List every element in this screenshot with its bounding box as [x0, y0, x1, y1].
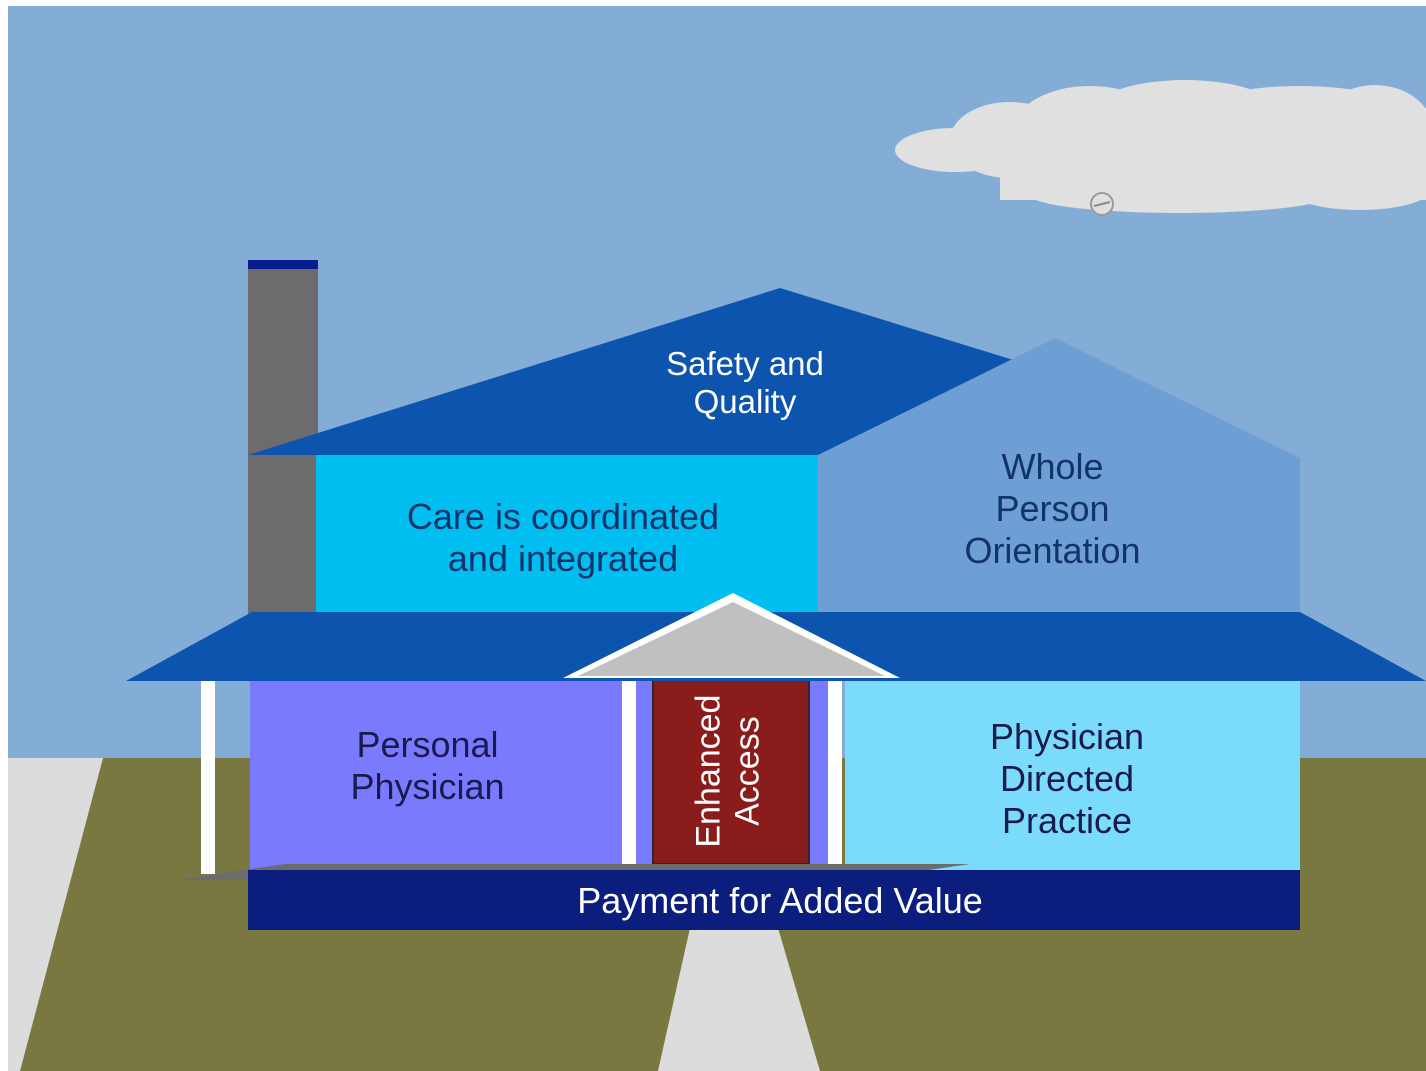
upper-right-label: Whole Person Orientation [964, 446, 1141, 571]
chimney-cap [248, 260, 318, 269]
porch-post-left [622, 676, 636, 866]
front-walkway [658, 928, 820, 1071]
cloud-sun-icon [1090, 192, 1114, 216]
foundation [248, 870, 1300, 930]
door-label-box: Enhanced Access [644, 694, 814, 848]
porch-wall-left [636, 676, 656, 872]
foundation-label: Payment for Added Value [577, 880, 983, 921]
upper-left-label: Care is coordinated and integrated [406, 496, 720, 579]
side-path [8, 758, 103, 1071]
porch-post-right [828, 676, 842, 866]
upper-left-wall [316, 452, 818, 614]
porch-gable-fill [578, 602, 885, 676]
cloud [895, 80, 1426, 213]
upper-right-gable [818, 338, 1300, 612]
lower-left-wall [250, 676, 622, 872]
door-label: Enhanced Access [689, 694, 767, 848]
lower-left-label: Personal Physician [350, 724, 505, 807]
side-post [201, 676, 215, 874]
porch-wall-right [808, 676, 828, 872]
door [652, 677, 810, 865]
upper-roof [248, 288, 1020, 455]
lower-right-label: Physician Directed Practice [989, 716, 1145, 841]
lower-right-wall [845, 676, 1300, 872]
roof-label: Safety and Quality [666, 345, 824, 421]
